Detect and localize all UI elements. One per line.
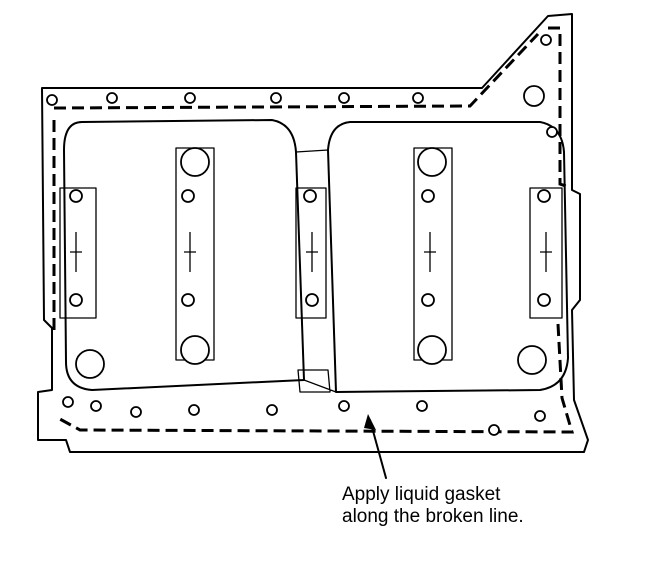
- bearing-rib-left-center: [175, 147, 215, 365]
- instruction-line-1: Apply liquid gasket: [342, 484, 501, 505]
- left-bay-outline: [63, 119, 305, 391]
- leader-line: [369, 419, 387, 479]
- corner-boss-bottom-left: [75, 349, 105, 379]
- instruction-line-2: along the broken line.: [342, 506, 524, 527]
- leader-arrowhead: [364, 414, 376, 430]
- center-web: [295, 149, 337, 393]
- corner-boss-top-right: [523, 85, 545, 107]
- bearing-rib-right-center: [413, 147, 453, 365]
- flange-outer-outline: [37, 13, 589, 453]
- flange-bolt-holes: [46, 34, 558, 436]
- bearing-rib-left-end: [59, 187, 97, 319]
- instruction-callout: Apply liquid gasket along the broken lin…: [342, 484, 524, 528]
- liquid-gasket-broken-line: [52, 26, 575, 434]
- corner-boss-bottom-right: [517, 345, 547, 375]
- bearing-rib-right-end: [529, 187, 563, 319]
- bearing-rib-center: [295, 187, 327, 319]
